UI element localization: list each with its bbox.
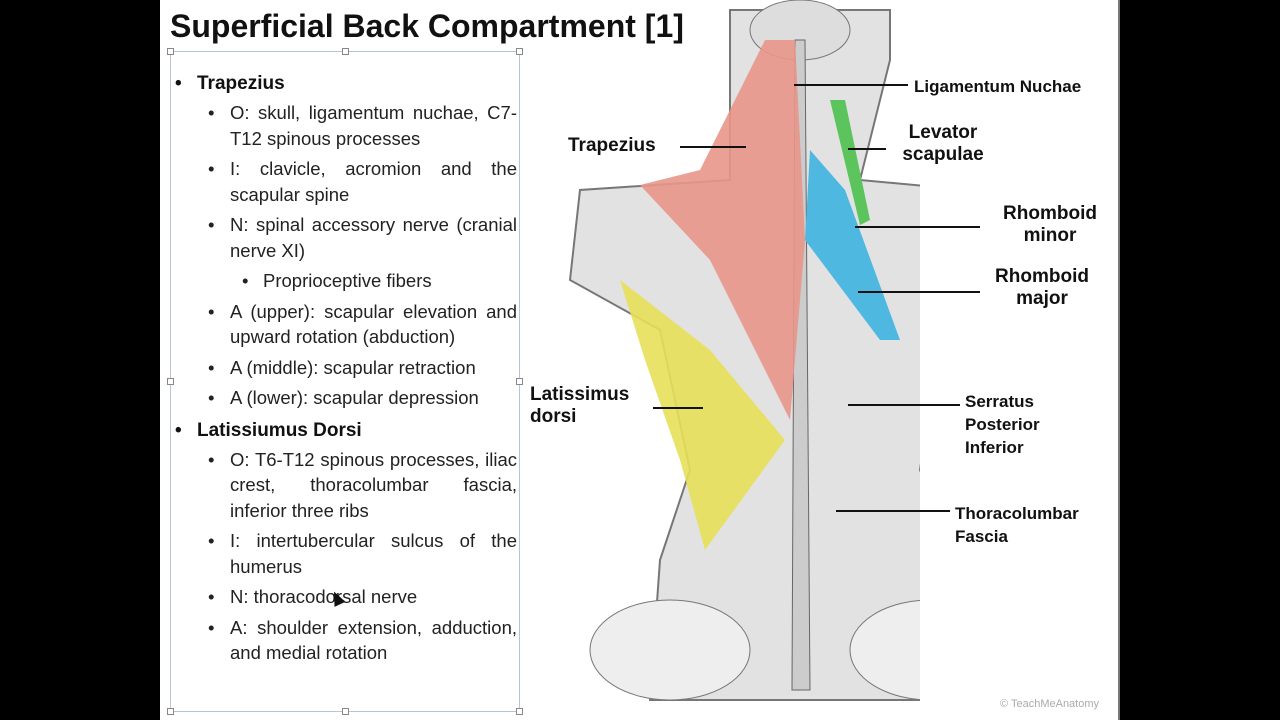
label-ligamentum-nuchae: Ligamentum Nuchae <box>914 77 1082 96</box>
back-muscles-illustration <box>568 0 920 701</box>
bullet: N: spinal accessory nerve (cranial nerve… <box>171 212 521 263</box>
resize-handle[interactable] <box>516 48 523 55</box>
trapezius-muscle <box>640 40 805 420</box>
bullet: O: skull, ligamentum nuchae, C7-T12 spin… <box>171 100 521 151</box>
label-latissimus-dorsi: Latissimus dorsi <box>530 384 630 427</box>
resize-handle[interactable] <box>342 708 349 715</box>
sub-bullet: Proprioceptive fibers <box>171 268 521 294</box>
resize-handle[interactable] <box>167 708 174 715</box>
bullet-trapezius: Trapezius <box>171 72 521 95</box>
bullet: I: intertubercular sulcus of the humerus <box>171 528 521 579</box>
label-serratus-posterior-inferior: Serratus Posterior Inferior <box>965 392 1040 457</box>
copyright-icon: © <box>1000 698 1009 710</box>
bullet-latissimus: Latissiumus Dorsi <box>171 419 521 442</box>
resize-handle[interactable] <box>342 48 349 55</box>
resize-handle[interactable] <box>516 708 523 715</box>
watermark: © TeachMeAnatomy <box>1000 698 1100 710</box>
bullet: A: shoulder extension, adduction, and me… <box>171 615 521 666</box>
label-rhomboid-minor: Rhomboid minor <box>1003 203 1097 246</box>
label-thoracolumbar-fascia: Thoracolumbar Fascia <box>955 504 1079 546</box>
bullet: N: thoracodorsal nerve <box>171 584 521 610</box>
selected-text-box[interactable]: Trapezius O: skull, ligamentum nuchae, C… <box>167 48 523 715</box>
levator-scapulae-muscle <box>830 100 870 225</box>
bullet: I: clavicle, acromion and the scapular s… <box>171 156 521 207</box>
resize-handle[interactable] <box>167 48 174 55</box>
bullet: A (upper): scapular elevation and upward… <box>171 299 521 350</box>
bullet: O: T6-T12 spinous processes, iliac crest… <box>171 447 521 524</box>
slide: Superficial Back Compartment [1] Trapezi… <box>160 0 1120 720</box>
label-levator-scapulae: Levator scapulae <box>902 122 984 165</box>
slide-title: Superficial Back Compartment [1] <box>170 8 684 44</box>
bullet: A (lower): scapular depression <box>171 385 521 411</box>
label-trapezius: Trapezius <box>568 135 656 156</box>
label-rhomboid-major: Rhomboid major <box>995 266 1089 309</box>
bullet: A (middle): scapular retraction <box>171 355 521 381</box>
latissimus-dorsi-muscle <box>620 280 785 550</box>
